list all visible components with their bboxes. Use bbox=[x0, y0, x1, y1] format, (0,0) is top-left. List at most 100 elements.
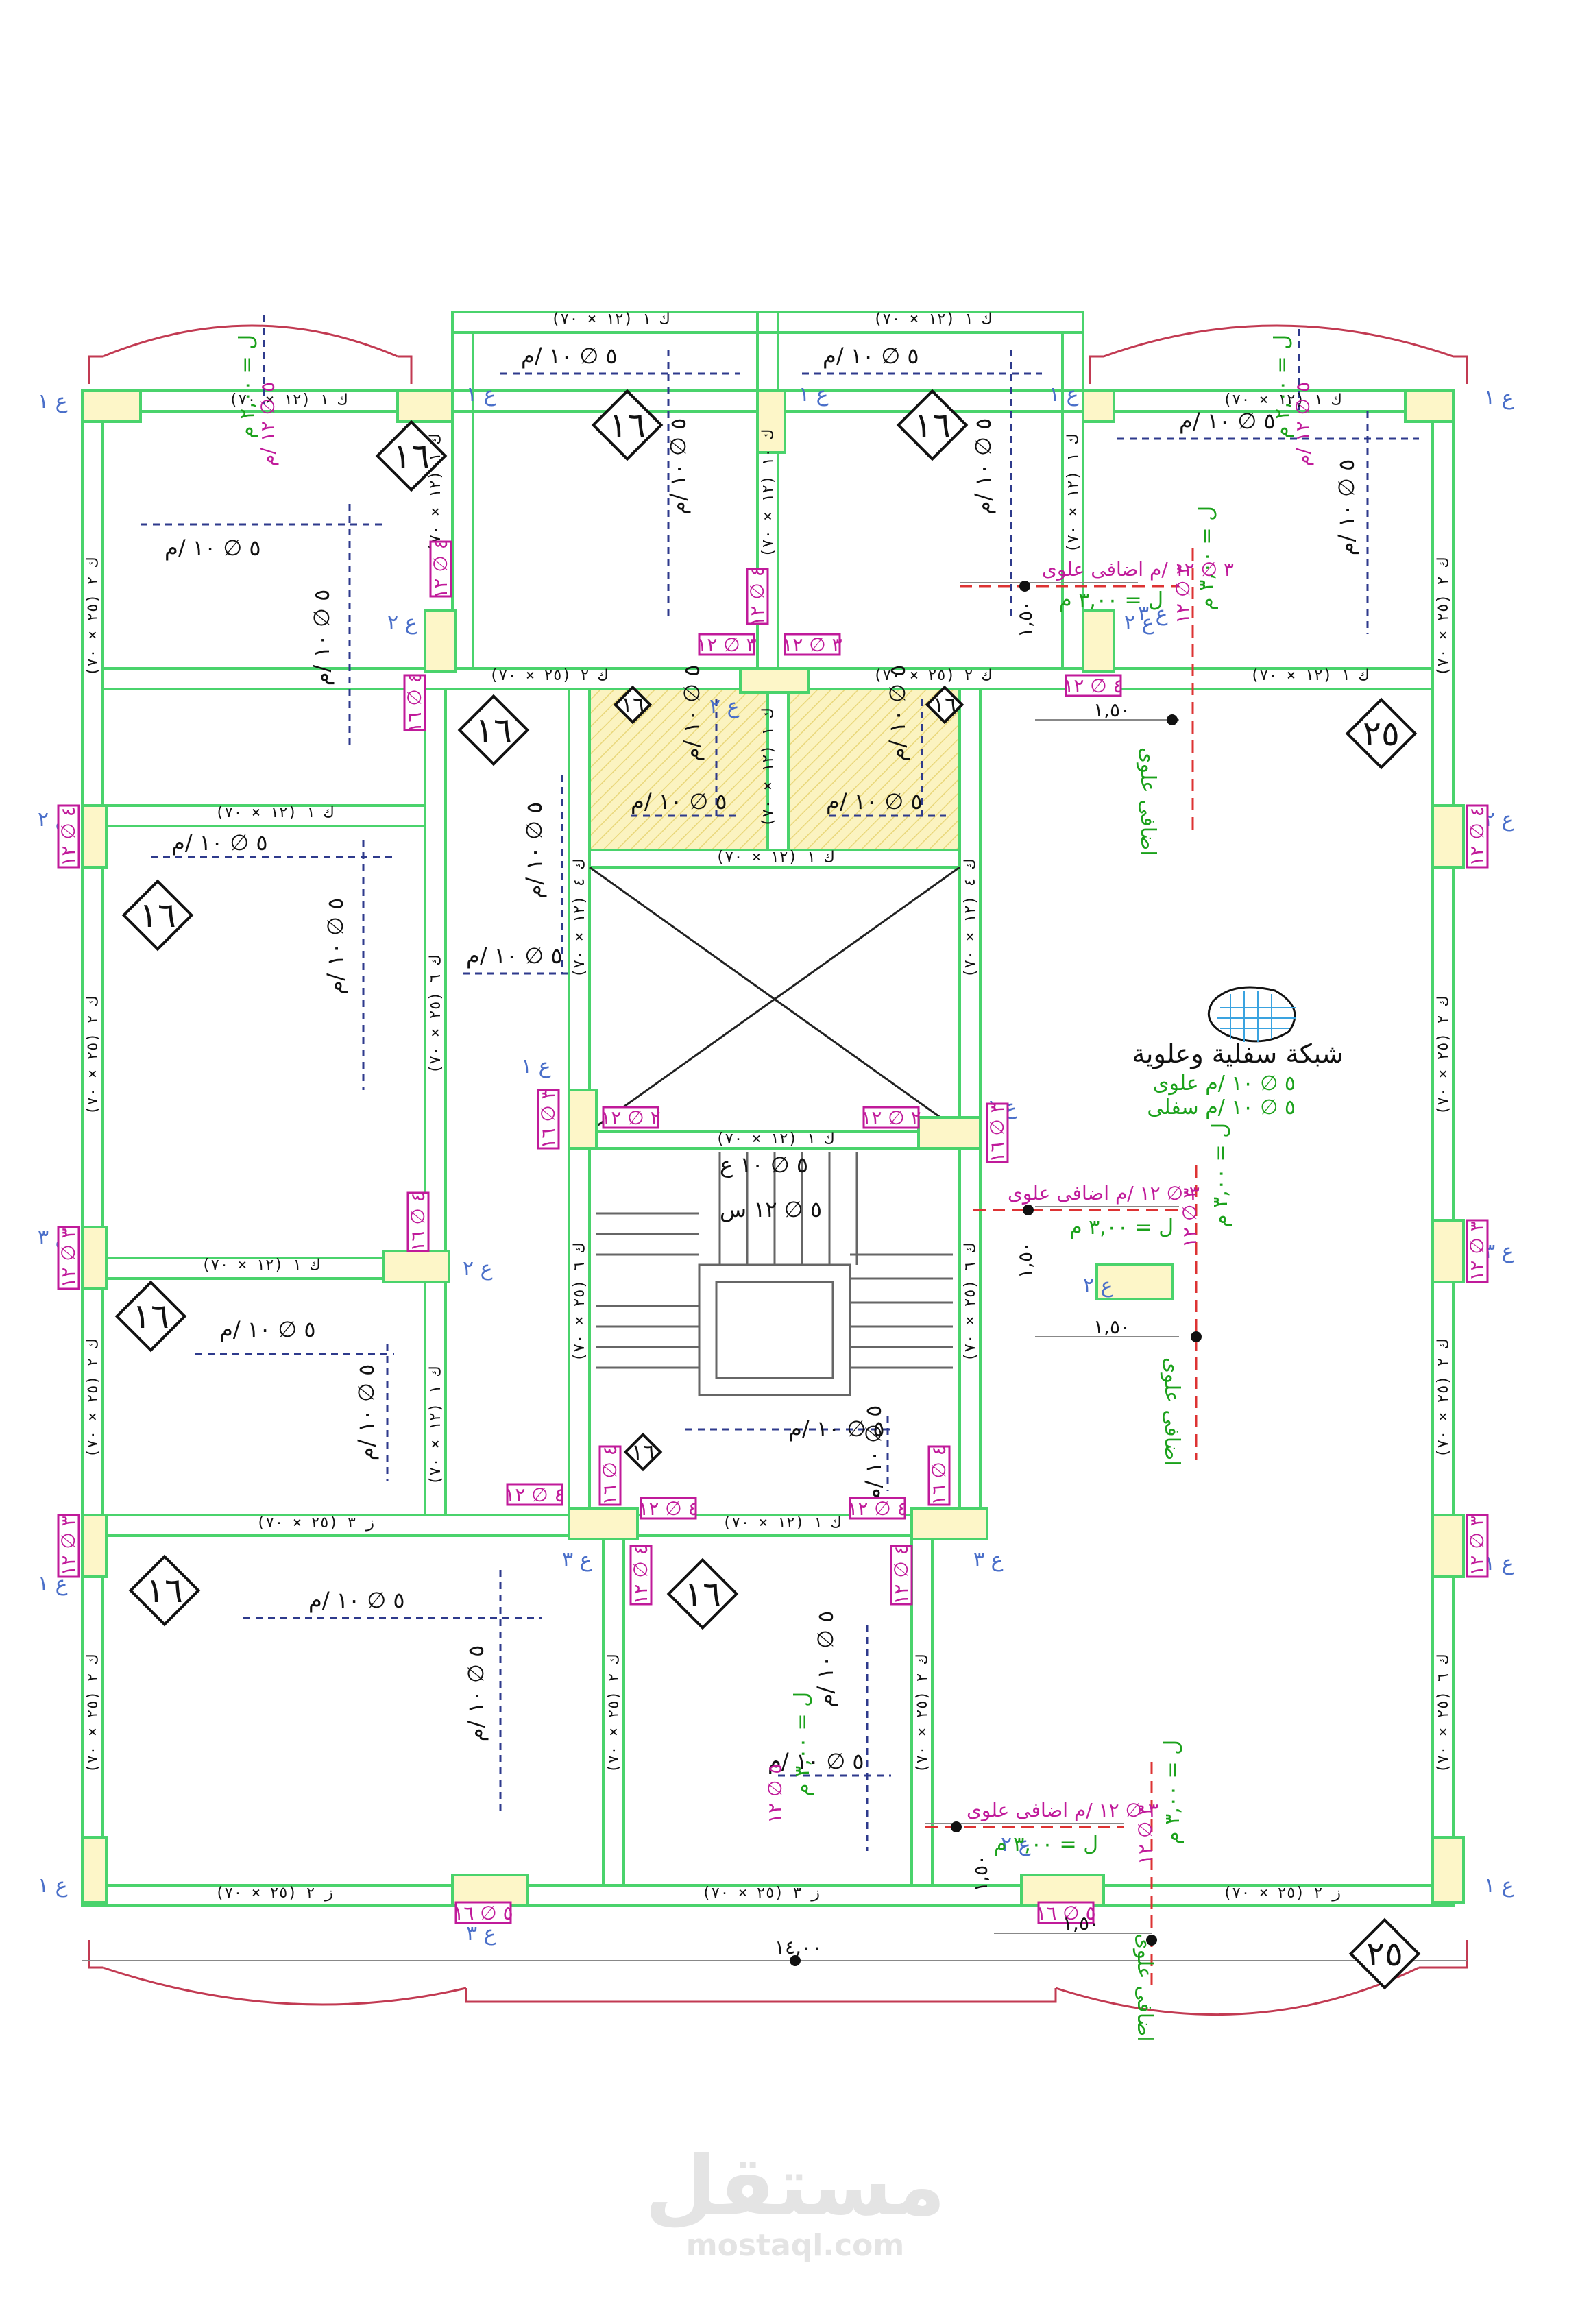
elevator-void bbox=[589, 866, 960, 1133]
svg-text:٥ ∅ ١٠ /م: ٥ ∅ ١٠ /م bbox=[665, 418, 691, 515]
beam-grid bbox=[81, 311, 1455, 1907]
svg-text:٣ ∅ ١٢: ٣ ∅ ١٢ bbox=[696, 633, 756, 656]
svg-text:٥ ∅ ١٠ ع: ٥ ∅ ١٠ ع bbox=[720, 1152, 808, 1178]
column bbox=[1404, 389, 1455, 423]
reinforcement-lines bbox=[141, 315, 1419, 1851]
svg-text:٤ ∅ ١٢: ٤ ∅ ١٢ bbox=[629, 1545, 652, 1604]
rebar-box: ٣ ∅ ١٦ bbox=[537, 1089, 560, 1150]
svg-text:٥ ∅ ١٦: ٥ ∅ ١٦ bbox=[453, 1902, 513, 1924]
svg-text:ك ٢ (٢٥ × ٧٠): ك ٢ (٢٥ × ٧٠) bbox=[1435, 997, 1452, 1115]
slab-thickness-markers: ١٦ ١٦ ١٦ ١٦ ٢٥ ١٦ ١٦ ١٦ ١٦ ٢٥ ١٦ ١٦ ١٦ bbox=[114, 389, 1421, 1990]
column bbox=[1095, 1263, 1174, 1300]
column bbox=[81, 1514, 108, 1578]
svg-text:١٦: ١٦ bbox=[139, 895, 176, 935]
svg-text:٣ ∅ ١٢: ٣ ∅ ١٢ bbox=[782, 633, 842, 656]
svg-text:٢ ∅ ١٢: ٢ ∅ ١٢ bbox=[600, 1106, 660, 1129]
svg-text:ع ٢: ع ٢ bbox=[1001, 1832, 1031, 1856]
svg-text:ك ١ (١٢ × ٧٠): ك ١ (١٢ × ٧٠) bbox=[202, 1257, 319, 1274]
rebar-box: ٤ ∅ ١٢ bbox=[57, 804, 80, 869]
svg-text:١,٥٠: ١,٥٠ bbox=[969, 1855, 992, 1892]
landing-slabs bbox=[591, 690, 958, 849]
svg-text:١,٥٠: ١,٥٠ bbox=[1014, 601, 1036, 638]
svg-text:ك ١ (١٢ × ٧٠): ك ١ (١٢ × ٧٠) bbox=[229, 391, 347, 409]
slab-rebar-labels: ٥ ∅ ١٠ /م ٥ ∅ ١٠ /م ٥ ∅ ١٠ /م ٥ ∅ ١٠ /م … bbox=[165, 343, 1359, 1774]
svg-text:٥ ∅ ١٠ /م: ٥ ∅ ١٠ /م bbox=[308, 1587, 405, 1613]
svg-text:٥ ∅ ١٠ /م: ٥ ∅ ١٠ /م bbox=[860, 1405, 886, 1502]
svg-text:ل = ٣,٠٠ م: ل = ٣,٠٠ م bbox=[1161, 1740, 1185, 1844]
svg-text:ك ٢ (٢٥ × ٧٠): ك ٢ (٢٥ × ٧٠) bbox=[1435, 1340, 1452, 1457]
slab-marker: ١٦ bbox=[613, 685, 653, 725]
svg-text:ك ٢ (٢٥ × ٧٠): ك ٢ (٢٥ × ٧٠) bbox=[84, 1655, 101, 1773]
slab-marker: ١٦ bbox=[666, 1558, 739, 1630]
svg-text:٣ ∅ ١٢: ٣ ∅ ١٢ bbox=[1134, 1805, 1156, 1865]
svg-text:٢٥: ٢٥ bbox=[1363, 714, 1400, 753]
svg-text:٤ ∅ ١٦: ٤ ∅ ١٦ bbox=[406, 1191, 429, 1251]
rebar-box: ٤ ∅ ١٢ bbox=[890, 1545, 913, 1606]
svg-text:٥ ∅ ١٠ /م: ٥ ∅ ١٠ /م bbox=[165, 535, 261, 561]
column bbox=[81, 804, 108, 869]
svg-text:٥ ∅ ١٠ /م: ٥ ∅ ١٠ /م bbox=[679, 665, 705, 762]
svg-text:١,٥٠: ١,٥٠ bbox=[1014, 1242, 1036, 1279]
svg-text:٥ ∅ ١٠ /م: ٥ ∅ ١٠ /م bbox=[884, 665, 910, 762]
rebar-box: ٤ ∅ ١٦ bbox=[406, 1191, 430, 1252]
svg-text:٥ ∅ ١٠ /م: ٥ ∅ ١٠ /م bbox=[823, 343, 919, 369]
slab-marker: ١٦ bbox=[375, 420, 448, 492]
svg-text:٥ ∅ ١٠ /م: ٥ ∅ ١٠ /م bbox=[521, 802, 547, 899]
svg-text:اضافى علوى: اضافى علوى bbox=[1132, 1933, 1156, 2042]
slab-marker: ١٦ bbox=[896, 389, 969, 461]
svg-text:٥ ∅ ١٠ /م: ٥ ∅ ١٠ /م bbox=[1333, 459, 1359, 556]
svg-text:١٦: ١٦ bbox=[621, 692, 644, 718]
slab-marker: ٢٥ bbox=[1345, 697, 1418, 770]
svg-text:ل = ٣,٠٠ م: ل = ٣,٠٠ م bbox=[790, 1692, 814, 1796]
svg-text:١٦: ١٦ bbox=[933, 692, 956, 718]
column bbox=[1431, 1836, 1465, 1904]
svg-text:١٦: ١٦ bbox=[393, 436, 430, 476]
svg-text:ك ١ (١٢ × ٧٠): ك ١ (١٢ × ٧٠) bbox=[760, 709, 777, 827]
svg-text:ع ٢: ع ٢ bbox=[1083, 1274, 1113, 1298]
svg-text:٣ ∅ ١٢: ٣ ∅ ١٢ bbox=[57, 1228, 80, 1287]
svg-text:ك ١٠ (١٢ × ٧٠): ك ١٠ (١٢ × ٧٠) bbox=[760, 430, 777, 557]
svg-text:ك ٢ (٢٥ × ٧٠): ك ٢ (٢٥ × ٧٠) bbox=[84, 558, 101, 676]
rebar-box: ٤ ∅ ١٢ bbox=[629, 1545, 653, 1606]
watermark-logo: مستقل mostaql.com bbox=[645, 2139, 946, 2263]
svg-text:ل = ٣,٠٠ م: ل = ٣,٠٠ م bbox=[1195, 506, 1219, 610]
svg-text:٥ ∅ ١٠ /م: ٥ ∅ ١٠ /م bbox=[826, 788, 923, 814]
beam-labels: ك ١ (١٢ × ٧٠) ك ١ (١٢ × ٧٠) ك ١ (١٢ × ٧٠… bbox=[84, 311, 1452, 1902]
svg-text:ك ٢ (٢٥ × ٧٠): ك ٢ (٢٥ × ٧٠) bbox=[84, 1340, 101, 1457]
svg-text:٤ ∅ ١٦: ٤ ∅ ١٦ bbox=[598, 1445, 621, 1505]
svg-text:٤ ∅ ١٢: ٤ ∅ ١٢ bbox=[57, 806, 80, 866]
rebar-box: ٤ ∅ ١٢ bbox=[1063, 674, 1124, 697]
svg-text:٢ ∅ ١٢: ٢ ∅ ١٢ bbox=[861, 1106, 921, 1129]
svg-text:ك ٢ (٢٥ × ٧٠): ك ٢ (٢٥ × ٧٠) bbox=[1435, 558, 1452, 676]
svg-text:ع ٢: ع ٢ bbox=[463, 1257, 493, 1281]
rebar-box: ٣ ∅ ١٦ bbox=[986, 1102, 1009, 1163]
svg-text:١٦: ١٦ bbox=[631, 1439, 655, 1465]
svg-text:ك ١ (١٢ × ٧٠): ك ١ (١٢ × ٧٠) bbox=[551, 311, 669, 328]
column-labels: ع ١ ع ١ ع ١ ع ١ ع ١ ع ٢ ع ٢ ع ٢ ع ٢ ع ٢ … bbox=[38, 383, 1514, 1946]
svg-text:ع ٢: ع ٢ bbox=[1484, 808, 1514, 832]
svg-text:٥ ∅ ١٠ /م: ٥ ∅ ١٠ /م bbox=[768, 1748, 864, 1774]
svg-text:ك ١ (١٢ × ٧٠): ك ١ (١٢ × ٧٠) bbox=[1065, 435, 1082, 553]
slab-marker: ١٦ bbox=[457, 694, 530, 766]
svg-text:ع ١: ع ١ bbox=[1049, 383, 1079, 407]
svg-text:ل = ٣,٠٠ م: ل = ٣,٠٠ م bbox=[1059, 588, 1163, 612]
svg-text:ل = ٣,٠٠ م: ل = ٣,٠٠ م bbox=[1209, 1123, 1232, 1227]
column bbox=[568, 1089, 598, 1150]
svg-text:ل = ٢,٠٠ م: ل = ٢,٠٠ م bbox=[235, 335, 259, 439]
column bbox=[81, 1226, 108, 1290]
svg-text:٣ ∅ ١٢: ٣ ∅ ١٢ bbox=[1178, 1188, 1201, 1248]
svg-text:٤ ∅ ١٢: ٤ ∅ ١٢ bbox=[847, 1497, 907, 1520]
extra-rebar-notes: ٣ ∅ ١٢ /م اضافى علوى ل = ٣,٠٠ م ٣ ∅ ١٢ /… bbox=[235, 335, 1344, 2042]
stair bbox=[596, 1152, 953, 1396]
svg-text:١,٥٠: ١,٥٠ bbox=[1062, 1912, 1100, 1935]
svg-text:ك ١ (١٢ × ٧٠): ك ١ (١٢ × ٧٠) bbox=[1250, 667, 1368, 684]
rebar-box: ٣ ∅ ١٢ bbox=[696, 633, 757, 656]
svg-text:ك ١ (١٢ × ٧٠): ك ١ (١٢ × ٧٠) bbox=[427, 1367, 444, 1485]
svg-text:ك ٤ (١٢ × ٧٠): ك ٤ (١٢ × ٧٠) bbox=[571, 860, 588, 978]
rebar-box: ٤ ∅ ١٢ bbox=[505, 1483, 565, 1506]
svg-text:٥ ∅ ١٠ /م: ٥ ∅ ١٠ /م bbox=[463, 1645, 489, 1742]
column bbox=[382, 1250, 450, 1283]
slab-marker: ١٦ bbox=[121, 879, 194, 952]
column bbox=[1431, 1514, 1465, 1578]
svg-text:٤ ∅ ١٢: ٤ ∅ ١٢ bbox=[746, 566, 768, 626]
